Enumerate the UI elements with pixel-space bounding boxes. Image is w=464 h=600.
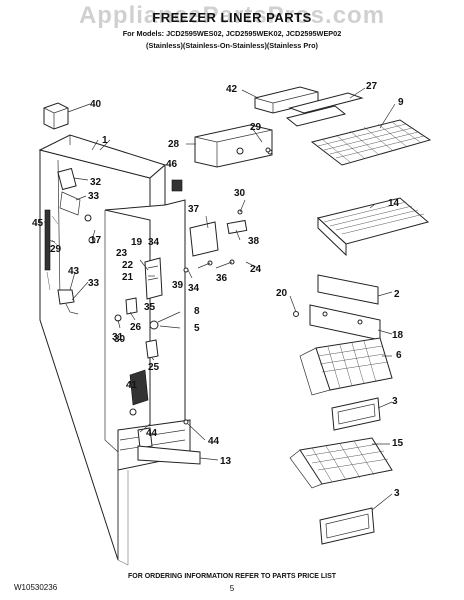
callout-14: 14	[388, 198, 400, 209]
model-variants: (Stainless)(Stainless-On-Stainless)(Stai…	[146, 41, 318, 50]
callout-5: 5	[194, 323, 200, 334]
callout-22: 22	[122, 260, 134, 271]
callout-21: 21	[122, 272, 134, 283]
part-6-basket	[299, 337, 393, 396]
callout-27: 27	[366, 81, 378, 92]
callout-17: 17	[90, 235, 102, 246]
callout-45: 45	[32, 218, 44, 229]
callout-6: 6	[396, 350, 402, 361]
callout-44b: 44	[208, 436, 220, 447]
part-14-glass-shelf	[316, 197, 430, 257]
part-15-basket	[289, 437, 393, 489]
part-13-bar	[137, 445, 201, 465]
callout-25: 25	[148, 362, 160, 373]
callout-33b: 33	[88, 278, 100, 289]
callout-41: 41	[126, 380, 138, 391]
callout-38: 38	[248, 236, 260, 247]
part-27-shape	[288, 92, 364, 114]
callout-9: 9	[398, 97, 404, 108]
part-3-front-lower	[319, 507, 375, 545]
callout-1: 1	[102, 135, 108, 146]
callout-37: 37	[188, 204, 200, 215]
document-number: W10530236	[14, 583, 58, 592]
part-28-shape	[194, 124, 273, 168]
callout-39: 39	[172, 280, 184, 291]
callout-20: 20	[276, 288, 288, 299]
ordering-note: FOR ORDERING INFORMATION REFER TO PARTS …	[127, 573, 337, 580]
callout-36: 36	[216, 273, 228, 284]
callout-15: 15	[392, 438, 404, 449]
callout-19: 19	[131, 237, 143, 248]
part-40-shape	[43, 102, 69, 130]
callout-40: 40	[90, 99, 102, 110]
callout-24: 24	[250, 264, 262, 275]
callout-34: 34	[148, 237, 160, 248]
callout-2: 2	[394, 289, 400, 300]
callout-46: 46	[166, 159, 178, 170]
part-9-wire-shelf	[285, 105, 432, 166]
callout-32: 32	[90, 177, 102, 188]
callout-23: 23	[116, 248, 128, 259]
callout-29b: 29	[250, 122, 262, 133]
callout-31: 31	[112, 332, 124, 343]
callout-18: 18	[392, 330, 404, 341]
model-list: For Models: JCD2595WES02, JCD2595WEK02, …	[122, 29, 342, 38]
callout-26: 26	[130, 322, 142, 333]
callout-28: 28	[168, 139, 180, 150]
callout-3b: 3	[394, 488, 400, 499]
part-cluster-mid	[144, 257, 163, 300]
part-46-shape	[171, 179, 183, 192]
callout-3: 3	[392, 396, 398, 407]
page-number: 5	[229, 584, 235, 593]
watermark: AppliancePartsPros.com	[78, 2, 386, 29]
callout-30: 30	[234, 188, 246, 199]
callout-43: 43	[68, 266, 80, 277]
callout-29: 29	[50, 244, 62, 255]
callout-8: 8	[194, 306, 200, 317]
page-title: FREEZER LINER PARTS	[152, 10, 312, 25]
leader-lines	[44, 87, 396, 511]
callout-13: 13	[220, 456, 232, 467]
callout-35: 35	[144, 302, 156, 313]
part-3-front-upper	[331, 397, 381, 431]
callout-42: 42	[226, 84, 238, 95]
callout-44: 44	[146, 428, 158, 439]
callout-33: 33	[88, 191, 100, 202]
callout-30b: 30	[114, 334, 126, 345]
freezer-liner-cabinet	[38, 134, 191, 566]
part-41-assembly	[129, 369, 149, 406]
callout-34b: 34	[188, 283, 200, 294]
part-2-rail	[317, 274, 379, 305]
part-37-bracket	[189, 221, 219, 257]
part-38-block	[226, 219, 248, 235]
